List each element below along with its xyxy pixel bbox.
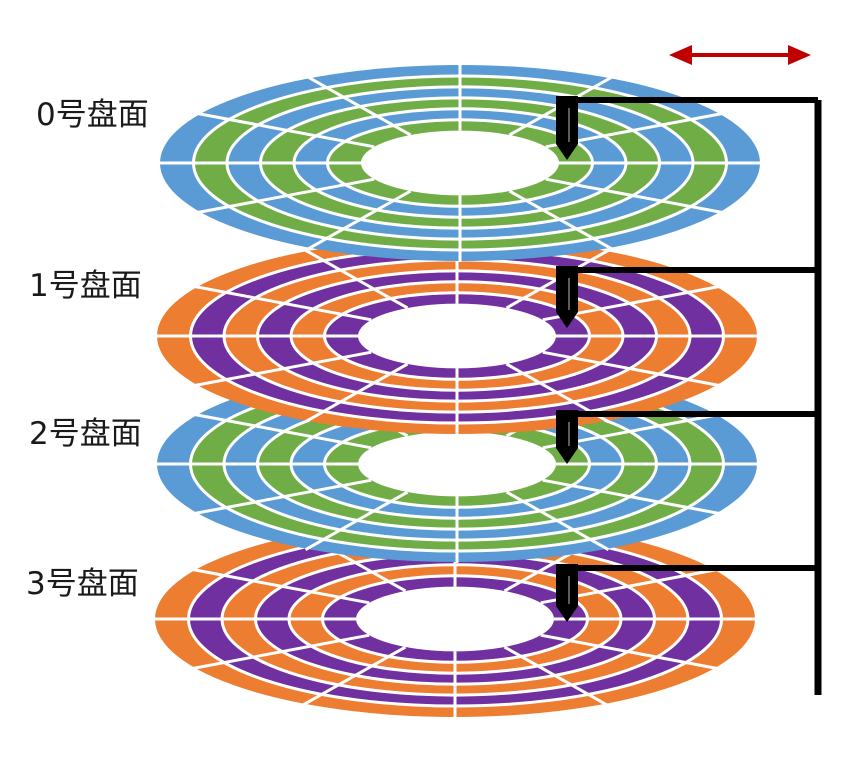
platter-3-sector-line <box>192 633 370 670</box>
platter-2-sector-line <box>194 478 372 515</box>
platter-1-sector-line <box>542 350 720 387</box>
platter-2-spindle-hole <box>358 431 556 497</box>
platter-0-sector-line <box>508 189 613 251</box>
platters-layer <box>152 64 763 718</box>
head-arm-2 <box>556 410 818 464</box>
platter-3-sector-line <box>503 645 608 707</box>
platter-2-sector-line <box>505 490 610 552</box>
platter-1-sector-line <box>194 350 372 387</box>
head-body-3 <box>556 564 578 606</box>
platter-label-1: 1号盘面 <box>29 268 142 304</box>
platter-2-sector-line <box>194 413 372 450</box>
platter-3-sector-line <box>540 633 718 670</box>
platter-3-sector-line <box>302 645 407 707</box>
read-write-head-icon <box>556 144 578 160</box>
platter-3 <box>152 520 758 718</box>
platter-label-2: 2号盘面 <box>29 416 142 452</box>
actuator-arm-assembly <box>556 96 822 695</box>
platter-1-sector-line <box>194 285 372 322</box>
arrow-left-head <box>669 45 692 65</box>
platter-0-sector-line <box>545 177 723 214</box>
platter-0-sector-line <box>197 112 375 149</box>
arrow-right-head <box>788 45 811 65</box>
platter-1 <box>154 237 760 435</box>
platter-label-0: 0号盘面 <box>36 97 149 133</box>
read-write-head-icon <box>556 312 578 328</box>
platter-2-sector-line <box>304 490 409 552</box>
head-arm-1 <box>556 266 818 328</box>
platter-3-spindle-hole <box>356 586 554 652</box>
platter-0-spindle-hole <box>361 130 559 196</box>
head-body-1 <box>556 266 578 312</box>
arm-movement-arrow <box>669 45 811 65</box>
head-arm-0 <box>556 96 818 160</box>
platter-0 <box>157 64 763 262</box>
platter-3-sector-line <box>192 568 370 605</box>
platter-0-sector-line <box>197 177 375 214</box>
head-arm-3 <box>556 564 818 622</box>
platter-1-sector-line <box>304 248 409 310</box>
read-write-head-icon <box>556 448 578 464</box>
read-write-head-icon <box>556 606 578 622</box>
platter-0-sector-line <box>307 189 412 251</box>
platter-1-spindle-hole <box>358 303 556 369</box>
platter-2-sector-line <box>542 478 720 515</box>
head-body-0 <box>556 96 578 144</box>
platter-label-3: 3号盘面 <box>26 566 139 602</box>
platter-1-sector-line <box>304 362 409 424</box>
head-body-2 <box>556 410 578 448</box>
platter-0-sector-line <box>307 75 412 137</box>
